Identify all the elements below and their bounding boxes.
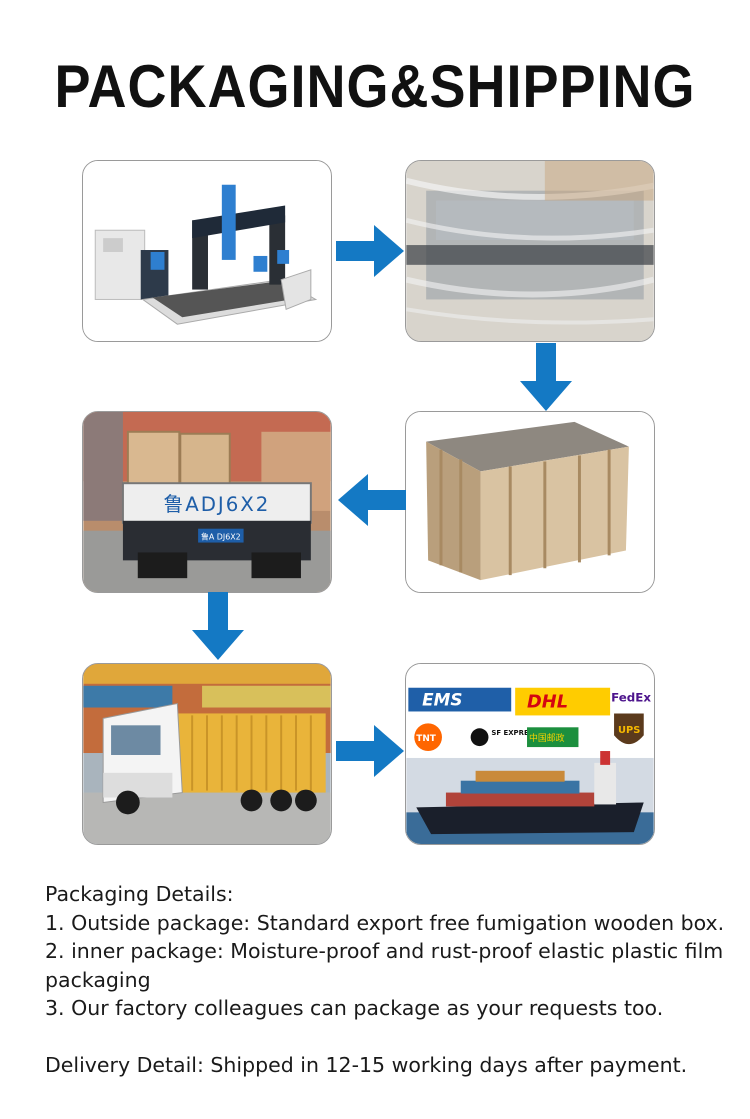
truck-plate-text: 鲁ADJ6X2 [163, 493, 270, 516]
container-truck-photo [82, 663, 332, 845]
couriers-ship-image: EMS DHL FedEx TNT SF EXPRESS 中国邮政 UPS [406, 664, 654, 844]
cnc-machine-image [83, 161, 331, 341]
wooden-crate-image [406, 412, 654, 592]
packaging-item-3: 3. Our factory colleagues can package as… [45, 996, 664, 1020]
couriers-and-ship-photo: EMS DHL FedEx TNT SF EXPRESS 中国邮政 UPS [405, 663, 655, 845]
delivery-detail-label: Delivery Detail [45, 1052, 197, 1077]
arrow-down-icon [192, 592, 244, 660]
container-truck-image [83, 664, 331, 844]
plastic-wrap-image [406, 161, 654, 341]
wooden-crate-photo [405, 411, 655, 593]
cnc-machine-photo [82, 160, 332, 342]
packaging-details-colon: : [226, 882, 234, 906]
page-title: PACKAGING&SHIPPING [54, 53, 696, 121]
china-post-logo: 中国邮政 [529, 732, 565, 744]
packaging-details-label: Packaging Details [45, 882, 227, 906]
packaging-item-1: 1. Outside package: Standard export free… [45, 910, 725, 935]
fedex-logo: FedEx [611, 691, 651, 705]
arrow-left-icon [338, 474, 406, 526]
delivery-detail-line: Delivery Detail: Shipped in 12-15 workin… [45, 1051, 725, 1080]
ups-logo: UPS [618, 725, 640, 736]
packaging-details-heading: Packaging Details: [45, 880, 725, 909]
arrow-right-icon [336, 725, 404, 777]
truck-loading-image: 鲁ADJ6X2 鲁A DJ6X2 [83, 412, 331, 592]
dhl-logo: DHL [527, 692, 568, 713]
truck-loading-photo: 鲁ADJ6X2 鲁A DJ6X2 [82, 411, 332, 593]
truck-small-plate: 鲁A DJ6X2 [201, 532, 241, 542]
delivery-detail-text: : Shipped in 12-15 working days after pa… [197, 1052, 688, 1077]
arrow-down-icon [520, 343, 572, 411]
packaging-item-2: 2. inner package: Moisture-proof and rus… [45, 939, 724, 992]
details-section: Packaging Details: 1. Outside package: S… [45, 880, 725, 1079]
sf-express-logo: SF EXPRESS [491, 729, 538, 737]
plastic-film-wrap-photo [405, 160, 655, 342]
tnt-logo: TNT [416, 734, 437, 744]
ems-logo: EMS [422, 690, 462, 710]
arrow-right-icon [336, 225, 404, 277]
